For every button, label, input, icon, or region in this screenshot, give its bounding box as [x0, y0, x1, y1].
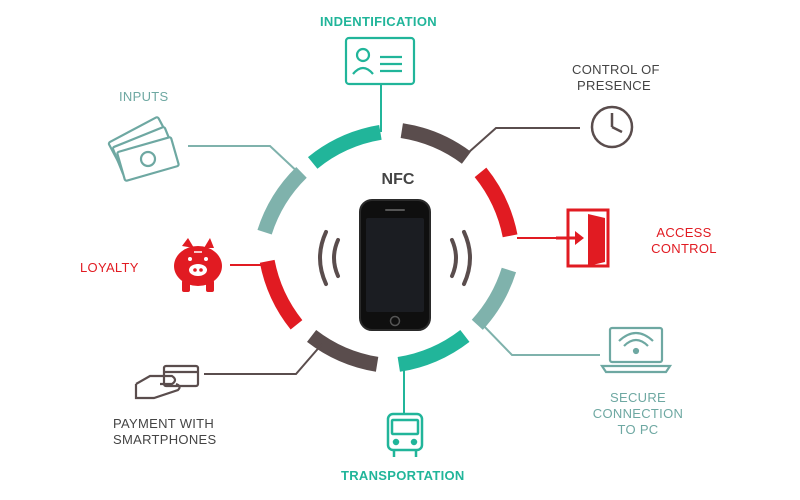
card-hand-icon [134, 364, 200, 400]
laptop-wifi-icon [599, 326, 673, 374]
payment-line2: SMARTPHONES [113, 432, 217, 447]
connector-secure [479, 321, 600, 356]
id-card-icon [344, 36, 416, 86]
money-icon [107, 116, 180, 182]
payment-line1: PAYMENT WITH [113, 416, 215, 431]
phone-icon [359, 199, 431, 331]
connector-inputs [188, 145, 303, 177]
control-presence-line2: PRESENCE [577, 78, 651, 93]
loyalty-label: LOYALTY [80, 260, 139, 275]
control-presence-label: CONTROL OF PRESENCE [572, 62, 660, 94]
ring-seg-dark-bottomleft [307, 329, 379, 372]
connectors [188, 84, 600, 413]
ring-seg-green-bottom [397, 329, 470, 372]
control-presence-line1: CONTROL OF [572, 62, 660, 77]
payment-label: PAYMENT WITH SMARTPHONES [113, 416, 216, 448]
connector-payment [204, 343, 323, 375]
secure-line1: SECURE [610, 390, 666, 405]
ring-seg-teal-left [257, 167, 307, 235]
ring-seg-red-right [474, 167, 518, 238]
access-line2: CONTROL [651, 241, 717, 256]
secure-line3: TO PC [617, 422, 659, 437]
access-line1: ACCESS [656, 225, 712, 240]
ring [257, 123, 518, 372]
ring-seg-teal-right [471, 267, 517, 330]
ring-seg-dark-topright [400, 123, 471, 164]
inputs-label: INPUTS [119, 89, 169, 104]
access-control-label: ACCESS CONTROL [644, 225, 724, 257]
identification-label: INDENTIFICATION [320, 14, 437, 29]
transportation-label: TRANSPORTATION [341, 468, 465, 483]
bus-icon [386, 412, 424, 457]
nfc-center-label: NFC [381, 171, 415, 188]
ring-seg-green-top [307, 125, 382, 169]
secure-connection-label: SECURE CONNECTION TO PC [590, 390, 686, 438]
piggy-bank-icon [174, 238, 222, 292]
clock-icon [590, 105, 634, 149]
ring-seg-red-left [259, 259, 303, 330]
connector-control-presence [459, 127, 580, 161]
secure-line2: CONNECTION [592, 406, 684, 421]
door-icon [556, 208, 610, 268]
nfc-wave-icon [318, 230, 472, 286]
